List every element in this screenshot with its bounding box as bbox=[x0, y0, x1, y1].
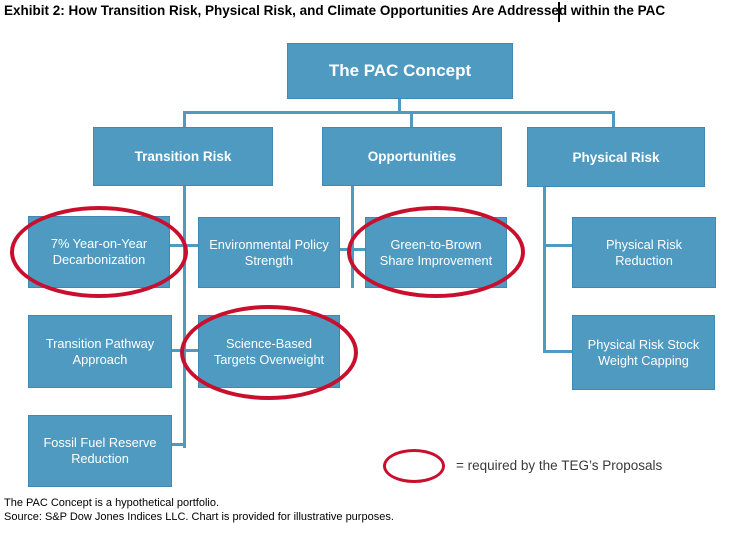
connector-root-riser bbox=[398, 99, 401, 112]
node-transition-pathway: Transition Pathway Approach bbox=[28, 315, 172, 388]
legend-label: = required by the TEG’s Proposals bbox=[456, 458, 663, 473]
connector-top-bus bbox=[183, 111, 615, 114]
node-pac-concept: The PAC Concept bbox=[287, 43, 513, 99]
connector-drop-transition bbox=[183, 111, 186, 128]
node-physical-risk: Physical Risk bbox=[527, 127, 705, 187]
connector-drop-opportunities bbox=[410, 111, 413, 128]
required-ellipse-decarbonization bbox=[10, 206, 188, 298]
connector-physical-stub-row3 bbox=[546, 244, 572, 247]
footnote-line2: Source: S&P Dow Jones Indices LLC. Chart… bbox=[4, 510, 394, 523]
legend-ellipse-icon bbox=[383, 449, 445, 483]
connector-physical-trunk bbox=[543, 187, 546, 353]
connector-transition-trunk bbox=[183, 186, 186, 448]
exhibit-title: Exhibit 2: How Transition Risk, Physical… bbox=[4, 3, 666, 18]
node-stock-weight-capping: Physical Risk Stock Weight Capping bbox=[572, 315, 715, 390]
node-physical-risk-reduction: Physical Risk Reduction bbox=[572, 217, 716, 288]
required-ellipse-science-based bbox=[180, 305, 358, 400]
connector-drop-physical bbox=[612, 111, 615, 128]
connector-physical-stub-row4 bbox=[546, 350, 572, 353]
connector-transition-stub-row5 bbox=[172, 443, 186, 446]
footnote-line1: The PAC Concept is a hypothetical portfo… bbox=[4, 497, 220, 509]
node-opportunities: Opportunities bbox=[322, 127, 502, 186]
footnote: The PAC Concept is a hypothetical portfo… bbox=[4, 497, 724, 524]
node-environmental-policy-strength: Environmental Policy Strength bbox=[198, 217, 340, 288]
text-cursor bbox=[558, 2, 560, 22]
node-transition-risk: Transition Risk bbox=[93, 127, 273, 186]
required-ellipse-green-to-brown bbox=[347, 206, 525, 298]
node-fossil-fuel-reserve: Fossil Fuel Reserve Reduction bbox=[28, 415, 172, 487]
